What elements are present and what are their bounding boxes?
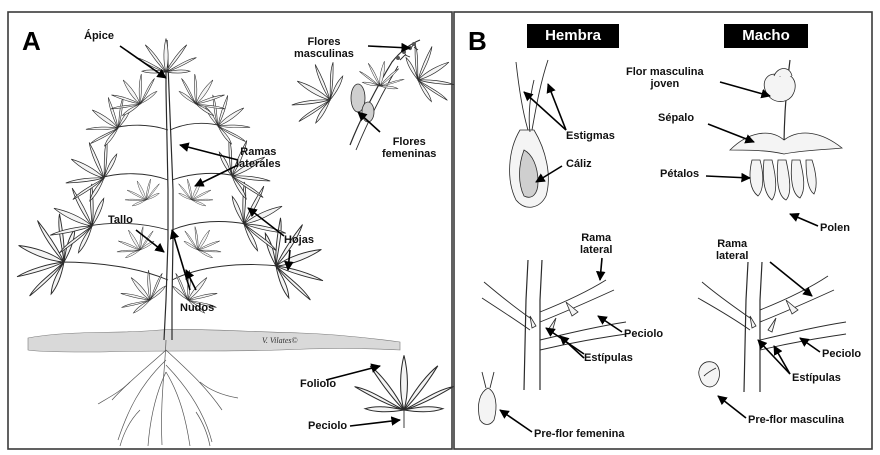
label-male-lateral-branch: Rama lateral (716, 238, 748, 262)
male-tag: Macho (724, 24, 808, 48)
label-female-lateral-branch: Rama lateral (580, 232, 612, 256)
label-nodes: Nudos (180, 302, 214, 314)
plant-illustration (4, 38, 400, 446)
label-leaves: Hojas (284, 234, 314, 246)
female-tag: Hembra (527, 24, 619, 48)
label-calyx: Cáliz (566, 158, 592, 170)
male-preflower-illustration (699, 362, 720, 387)
label-male-petiole: Peciolo (822, 348, 861, 360)
label-male-stipules: Estípulas (792, 372, 841, 384)
label-female-petiole: Peciolo (624, 328, 663, 340)
panel-b-letter: B (468, 28, 487, 54)
label-female-preflower: Pre-flor femenina (534, 428, 624, 440)
label-female-flowers: Flores femeninas (382, 136, 436, 160)
female-preflower-illustration (478, 372, 496, 425)
label-leaflet: Foliolo (300, 378, 336, 390)
label-petiole: Peciolo (308, 420, 347, 432)
label-female-stipules: Estípulas (584, 352, 633, 364)
label-male-preflower: Pre-flor masculina (748, 414, 844, 426)
label-apex: Ápice (84, 30, 114, 42)
label-petals: Pétalos (660, 168, 699, 180)
label-sepal: Sépalo (658, 112, 694, 124)
female-calyx-illustration (510, 60, 549, 207)
label-stigmas: Estigmas (566, 130, 615, 142)
illustrator-signature: V. Vilates© (262, 336, 298, 345)
label-pollen: Polen (820, 222, 850, 234)
label-lateral-branches: Ramas laterales (236, 146, 281, 170)
label-young-male-flower: Flor masculina joven (626, 66, 704, 90)
single-leaf-illustration (355, 355, 454, 428)
label-male-flowers: Flores masculinas (294, 36, 354, 60)
male-flower-illustration (730, 60, 842, 200)
label-stem: Tallo (108, 214, 133, 226)
panel-a-letter: A (22, 28, 41, 54)
female-node-illustration (482, 260, 626, 390)
